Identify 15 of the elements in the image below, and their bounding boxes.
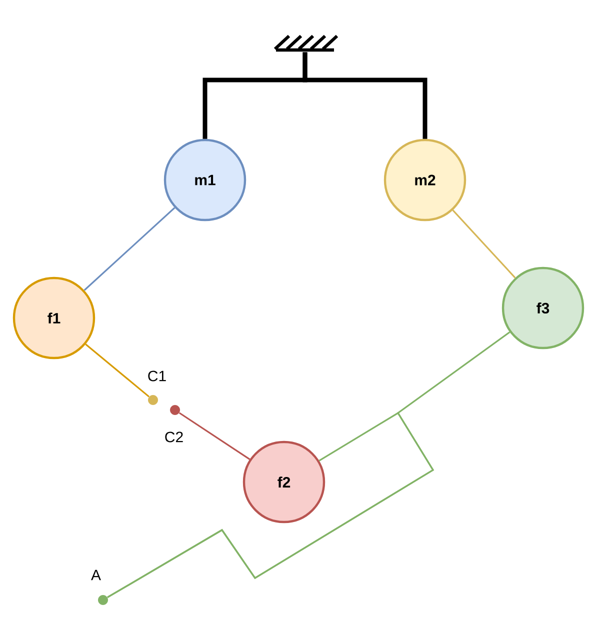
ground-symbol bbox=[274, 34, 338, 52]
circle-node: f1 bbox=[12, 276, 96, 360]
connector-line bbox=[85, 344, 150, 398]
connector-line bbox=[302, 52, 428, 139]
connector-line bbox=[107, 412, 434, 598]
point-label: C2 bbox=[165, 432, 183, 442]
connector-line bbox=[452, 210, 516, 278]
point-label: A bbox=[91, 570, 101, 580]
connector-line bbox=[178, 412, 250, 460]
circle-node: m1 bbox=[164, 138, 246, 222]
circle-node: m2 bbox=[384, 138, 466, 222]
connector-line bbox=[84, 207, 176, 291]
circle-node: f2 bbox=[242, 440, 326, 524]
point-label: C1 bbox=[148, 370, 166, 382]
circle-node: f3 bbox=[502, 266, 584, 350]
